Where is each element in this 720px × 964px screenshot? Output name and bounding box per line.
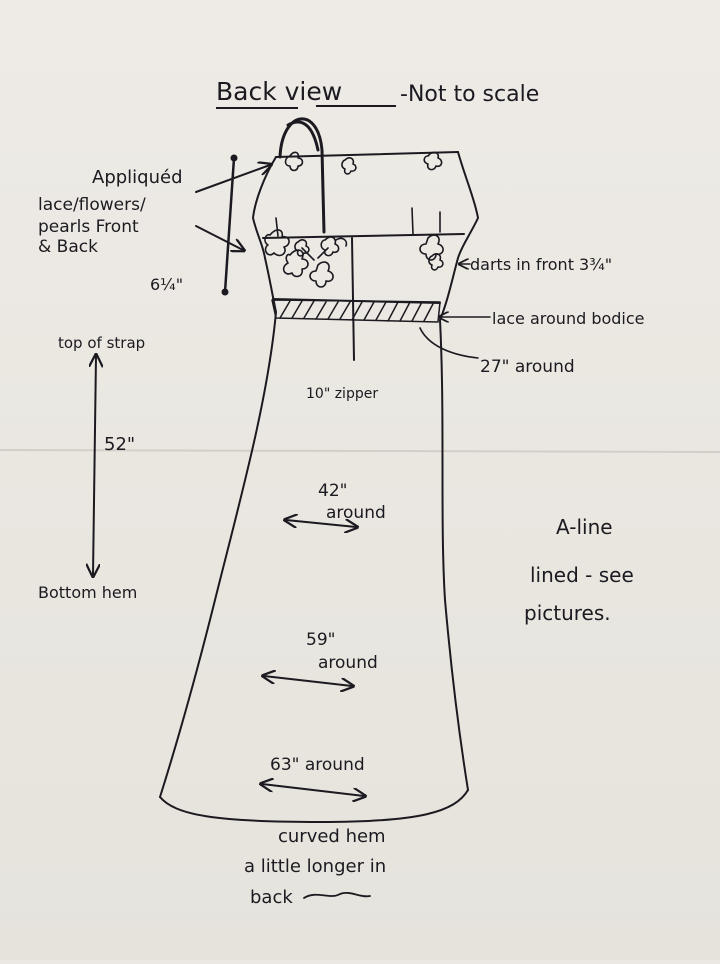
style-note-line-3: pictures. <box>524 601 611 625</box>
hem-note-line-2: a little longer in <box>244 856 386 877</box>
around-59-value: 59" <box>306 630 335 650</box>
title-main: Back view <box>216 77 342 106</box>
top-of-strap-label: top of strap <box>58 334 145 352</box>
applique-line-1: Appliquéd <box>92 167 183 188</box>
measure-63: 63" around <box>262 755 365 796</box>
bottom-hem-label: Bottom hem <box>38 583 137 602</box>
lace-label: lace around bodice <box>492 309 645 328</box>
style-note-line-1: A-line <box>556 515 613 539</box>
around-42-value: 42" <box>318 481 347 501</box>
applique-callout: Appliquéd lace/flowers/ pearls Front & B… <box>38 165 270 257</box>
hem-note-line-1: curved hem <box>278 826 386 847</box>
strap-drop-measure: 6¼" <box>150 154 238 296</box>
length-label: 52" <box>104 434 135 455</box>
around-42-word: around <box>326 503 386 523</box>
style-note: A-line lined - see pictures. <box>524 515 634 625</box>
hem-note-line-3: back <box>250 887 293 908</box>
around-59-word: around <box>318 653 378 673</box>
neck-strap <box>278 117 326 234</box>
applique-line-2: lace/flowers/ <box>38 195 146 215</box>
title: Back view -Not to scale <box>216 77 539 109</box>
title-rest: -Not to scale <box>400 82 539 107</box>
darts-callout: darts in front 3¾" <box>460 255 612 274</box>
strap-drop-label: 6¼" <box>150 275 183 294</box>
applique-flowers <box>264 151 444 288</box>
measure-42: 42" around <box>286 481 386 527</box>
length-measure: top of strap 52" Bottom hem <box>38 334 145 602</box>
around-63-label: 63" around <box>270 755 365 775</box>
applique-line-3: pearls Front <box>38 217 139 237</box>
applique-line-4: & Back <box>38 237 98 257</box>
style-note-line-2: lined - see <box>530 563 634 587</box>
darts-label: darts in front 3¾" <box>470 255 612 274</box>
hem-note: curved hem a little longer in back <box>244 826 386 908</box>
waist-label: 27" around <box>480 357 575 377</box>
lace-callout: lace around bodice <box>440 309 645 328</box>
zipper-label: 10" zipper <box>306 386 378 402</box>
measure-59: 59" around <box>264 630 378 686</box>
waist-callout: 27" around <box>419 327 575 377</box>
paper-fold-line <box>0 449 720 453</box>
dress-outline <box>159 151 479 823</box>
